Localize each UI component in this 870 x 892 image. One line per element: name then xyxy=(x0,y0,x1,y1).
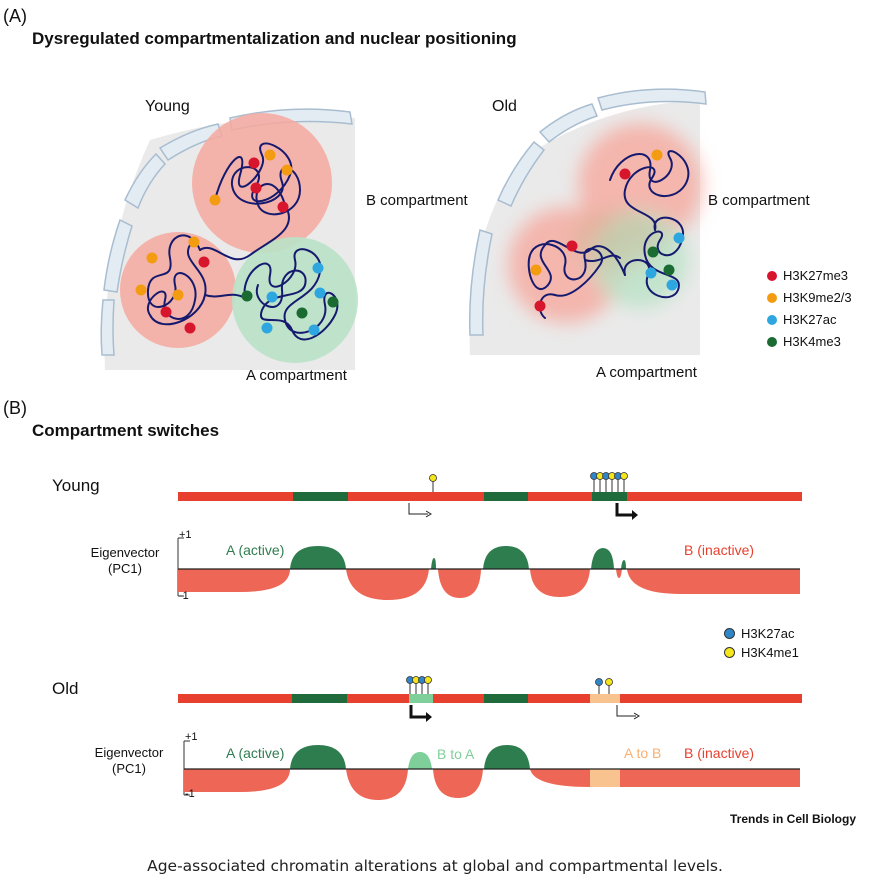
legend-dot-blue xyxy=(724,628,735,639)
old-a-to-b-block xyxy=(590,769,620,787)
legend-dot-red xyxy=(767,270,777,281)
legend-dot-green xyxy=(767,336,777,347)
old-b-to-a-hump xyxy=(408,752,432,769)
old-a-hump-2 xyxy=(484,745,530,769)
old-track-label: Old xyxy=(52,679,79,698)
young-nucleus xyxy=(100,108,358,370)
legend-label: H3K4me3 xyxy=(783,334,841,349)
old-promoter-arrow-bold xyxy=(409,705,430,719)
old-a-to-b-label: A to B xyxy=(624,745,662,761)
legend-label: H3K27ac xyxy=(741,626,795,641)
young-a-segment-2 xyxy=(484,492,528,501)
legend-item-h3k9me23: H3K9me2/3 xyxy=(767,290,852,305)
old-nucleus xyxy=(468,88,707,355)
legend-dot-orange xyxy=(767,292,777,303)
young-b-inactive-label: B (inactive) xyxy=(684,542,755,558)
old-a-hump-1 xyxy=(290,745,346,769)
legend-item-h3k27me3: H3K27me3 xyxy=(767,268,848,283)
young-promoter-arrow-bold xyxy=(615,503,636,517)
old-plus-one: +1 xyxy=(185,731,198,743)
legend-dot-yellow xyxy=(724,647,735,658)
old-b-region-1 xyxy=(184,769,290,792)
young-plus-one: +1 xyxy=(179,529,192,541)
legend-label: H3K27ac xyxy=(783,312,837,327)
old-a-active-label: A (active) xyxy=(226,745,285,761)
young-a-hump-1 xyxy=(290,546,346,569)
young-b-region-1 xyxy=(178,569,290,592)
young-b-region-2 xyxy=(627,569,800,594)
old-switch-b-to-a xyxy=(409,694,433,703)
old-nuclear-lamina xyxy=(468,88,707,336)
legend-dot-blue xyxy=(767,314,777,325)
young-eigenvector-plot xyxy=(177,537,800,600)
panel-a-letter: (A) xyxy=(3,6,27,26)
panel-b-letter: (B) xyxy=(3,398,27,418)
young-a-active-label: A (active) xyxy=(226,542,285,558)
young-a-hump-3 xyxy=(591,548,614,569)
b-compartment-young-label: B compartment xyxy=(366,192,468,209)
young-b-domain-top xyxy=(192,113,332,253)
young-a-segment-3 xyxy=(592,492,627,501)
legend-item-h3k27ac: H3K27ac xyxy=(767,312,836,327)
old-a-segment-1 xyxy=(292,694,347,703)
young-chromatin-fiber xyxy=(146,142,339,341)
panel-b-title: Compartment switches xyxy=(32,421,220,440)
young-b-hump-3 xyxy=(530,569,590,597)
legend-item-h3k4me1-lollipop: H3K4me1 xyxy=(724,645,799,660)
old-histone-marks xyxy=(530,149,685,312)
young-track-label: Young xyxy=(52,476,100,495)
young-genome-track xyxy=(178,472,802,520)
young-a-hump-2 xyxy=(483,546,529,569)
old-eigenvector-plot xyxy=(183,740,800,800)
young-eigen-label-2: (PC1) xyxy=(108,561,142,576)
young-label: Young xyxy=(145,98,190,115)
young-histone-marks xyxy=(135,149,339,336)
young-a-segment-1 xyxy=(293,492,348,501)
old-b-region-2 xyxy=(530,769,590,787)
legend-label: H3K9me2/3 xyxy=(783,290,852,305)
old-mark-pair xyxy=(595,678,613,694)
old-a-segment-2 xyxy=(484,694,528,703)
young-h3k4me1-mark xyxy=(429,474,437,482)
old-label: Old xyxy=(492,98,517,115)
young-b-hump-1 xyxy=(346,569,429,600)
young-eigen-label-1: Eigenvector xyxy=(90,545,160,560)
young-minus-one: -1 xyxy=(179,590,189,602)
old-b-region-3 xyxy=(620,769,800,787)
legend-label: H3K27me3 xyxy=(783,268,849,283)
old-eigen-label-1: Eigenvector xyxy=(94,745,164,760)
old-b-inactive-label: B (inactive) xyxy=(684,745,755,761)
young-promoter-arrow-thin xyxy=(408,503,428,515)
young-b-hump-2 xyxy=(438,569,481,598)
b-compartment-old-label: B compartment xyxy=(708,192,810,209)
legend-label: H3K4me1 xyxy=(741,645,799,660)
legend-item-h3k4me3: H3K4me3 xyxy=(767,334,841,349)
old-b-hump-1 xyxy=(346,769,408,800)
old-switch-a-to-b xyxy=(590,694,620,703)
a-compartment-young-label: A compartment xyxy=(246,367,347,384)
panel-a-title: Dysregulated compartmentalization and nu… xyxy=(32,29,517,48)
young-mark-cluster xyxy=(590,472,628,492)
old-b-to-a-label: B to A xyxy=(437,746,475,762)
a-compartment-old-label: A compartment xyxy=(596,364,697,381)
journal-credit: Trends in Cell Biology xyxy=(730,812,857,826)
old-minus-one: -1 xyxy=(185,788,195,800)
legend-item-h3k27ac-lollipop: H3K27ac xyxy=(724,626,794,641)
old-eigen-label-2: (PC1) xyxy=(112,761,146,776)
old-genome-track xyxy=(178,676,802,722)
old-promoter-arrow-thin xyxy=(616,705,636,717)
old-b-hump-2 xyxy=(433,769,483,798)
old-mark-cluster xyxy=(406,676,432,694)
figure-caption: Age-associated chromatin alterations at … xyxy=(147,857,723,875)
